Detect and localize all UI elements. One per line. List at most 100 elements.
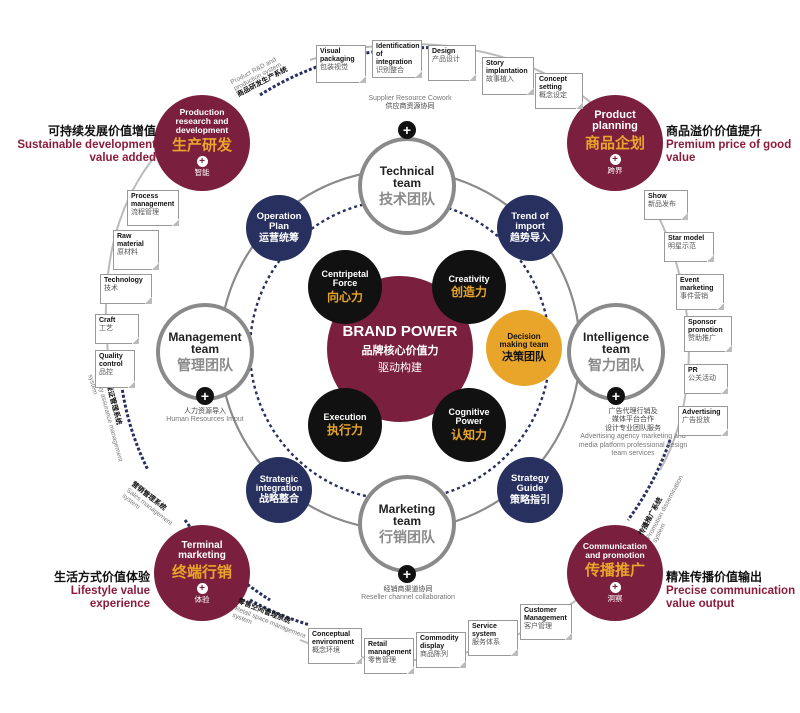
technical-caption: Supplier Resource Cowork 供应商资源协同 bbox=[340, 95, 480, 112]
side-label-bottom-right-cn: 精准传播价值输出 bbox=[666, 570, 763, 584]
technical-caption-en: Supplier Resource Cowork bbox=[368, 95, 452, 102]
box-technology-en: Technology bbox=[104, 277, 143, 284]
communication-promotion-cn: 传播推广 bbox=[584, 562, 645, 580]
creativity-en: Creativity bbox=[448, 273, 490, 284]
box-identification-cn: 识别整合 bbox=[376, 67, 404, 75]
communication-promotion-plus-icon: + bbox=[609, 581, 621, 593]
box-commodity-display: Commodity display 商品陈列 bbox=[416, 632, 466, 668]
marketing-team-cn: 行销团队 bbox=[379, 528, 435, 545]
production-rd-node: Production research and development 生产研发… bbox=[154, 95, 250, 191]
communication-promotion-sub-text: 洞察 bbox=[607, 593, 623, 603]
technical-team-en: Technical team bbox=[379, 163, 435, 191]
management-team-en: Management team bbox=[168, 329, 242, 357]
intelligence-team-en: Intelligence team bbox=[582, 329, 650, 357]
marketing-caption-cn: 经销商渠道协同 bbox=[383, 586, 433, 593]
technical-plus-icon: + bbox=[398, 121, 416, 139]
communication-promotion-en: Communication and promotion bbox=[582, 541, 648, 561]
box-technology: Technology 技术 bbox=[100, 274, 152, 304]
terminal-marketing-en: Terminal marketing bbox=[178, 539, 226, 562]
marketing-plus-icon: + bbox=[398, 565, 416, 583]
intelligence-plus-icon: + bbox=[607, 387, 625, 405]
technical-team-cn: 技术团队 bbox=[379, 190, 435, 207]
box-service-system: Service system 服务体系 bbox=[468, 620, 518, 656]
box-pr: PR 公关活动 bbox=[684, 364, 728, 394]
side-label-top-right: 商品溢价价值提升 Premium price of good value bbox=[666, 122, 796, 164]
production-rd-en: Production research and development bbox=[175, 106, 229, 135]
decision-team-node: Decision making team 决策团队 bbox=[486, 310, 562, 386]
intelligence-caption-cn1: 广告代理行销及 bbox=[608, 408, 658, 415]
center-title: BRAND POWER bbox=[342, 323, 458, 340]
box-story-implantation-cn: 故事植入 bbox=[486, 76, 514, 84]
box-conceptual-environment-cn: 概念环境 bbox=[312, 647, 340, 655]
box-conceptual-environment-en: Conceptual environment bbox=[312, 631, 355, 647]
marketing-caption-en: Reseller channel collaboration bbox=[361, 594, 455, 602]
communication-promotion-sub: + 洞察 bbox=[607, 581, 623, 604]
strategy-guide-node: Strategy Guide 策略指引 bbox=[497, 457, 563, 523]
box-star-model-en: Star model bbox=[668, 235, 705, 242]
intelligence-caption-en: Advertising agency marketing and media p… bbox=[578, 433, 688, 457]
product-planning-en: Product planning bbox=[592, 108, 638, 133]
decision-team-cn: 决策团队 bbox=[502, 351, 546, 364]
box-raw-material: Raw material 原材料 bbox=[113, 230, 159, 270]
box-sponsor-promotion-cn: 赞助推广 bbox=[688, 335, 716, 343]
box-customer-management: Customer Management 客户管理 bbox=[520, 604, 572, 640]
production-rd-sub: + 智能 bbox=[195, 156, 210, 178]
trend-of-import-cn: 趋势导入 bbox=[510, 232, 550, 244]
box-quality-control: Quality control 品控 bbox=[95, 350, 135, 388]
strategy-guide-en: Strategy Guide bbox=[510, 473, 549, 494]
technical-team-node: Technical team 技术团队 bbox=[358, 137, 456, 235]
management-team-cn: 管理团队 bbox=[177, 356, 233, 373]
box-show-en: Show bbox=[648, 193, 667, 200]
box-event-marketing: Event marketing 事件营销 bbox=[676, 274, 724, 310]
creativity-cn: 创造力 bbox=[450, 285, 487, 300]
terminal-marketing-plus-icon: + bbox=[196, 583, 208, 595]
centripetal-force-en: Centripetal Force bbox=[321, 268, 369, 289]
centripetal-force-node: Centripetal Force 向心力 bbox=[308, 250, 382, 324]
arc-left bbox=[118, 369, 150, 471]
box-concept-setting-en: Concept setting bbox=[539, 76, 567, 92]
box-visual-packaging-en: Visual packaging bbox=[320, 48, 355, 64]
communication-promotion-node: Communication and promotion 传播推广 + 洞察 bbox=[567, 525, 663, 621]
box-pr-cn: 公关活动 bbox=[688, 375, 716, 383]
operation-plan-cn: 运营统筹 bbox=[259, 232, 299, 244]
side-label-top-left: 可持续发展价值增值 Sustainable development value … bbox=[6, 122, 156, 164]
cognitive-power-node: Cognitive Power 认知力 bbox=[432, 388, 506, 462]
box-conceptual-environment: Conceptual environment 概念环境 bbox=[308, 628, 362, 664]
box-sponsor-promotion-en: Sponsor promotion bbox=[688, 319, 723, 335]
box-identification-en: Identification of integration bbox=[376, 43, 420, 67]
strategic-integration-cn: 战略整合 bbox=[259, 494, 299, 506]
intelligence-team-cn: 智力团队 bbox=[588, 356, 644, 373]
box-craft: Craft 工艺 bbox=[95, 314, 139, 344]
decision-team-en: Decision making team bbox=[499, 331, 549, 349]
box-process-management-en: Process management bbox=[131, 193, 175, 209]
box-design-en: Design bbox=[432, 48, 456, 55]
box-craft-cn: 工艺 bbox=[99, 325, 113, 333]
intelligence-caption-cn2: 媒体平台合作 bbox=[612, 416, 654, 424]
marketing-caption: 经销商渠道协同 Reseller channel collaboration bbox=[360, 586, 456, 603]
terminal-marketing-cn: 终端行销 bbox=[171, 563, 232, 581]
box-process-management: Process management 流程管理 bbox=[127, 190, 179, 226]
box-visual-packaging: Visual packaging 包装视觉 bbox=[316, 45, 366, 83]
terminal-marketing-node: Terminal marketing 终端行销 + 体验 bbox=[154, 525, 250, 621]
marketing-team-en: Marketing team bbox=[378, 501, 436, 529]
box-advertising: Advertising 广告投放 bbox=[678, 406, 728, 436]
side-label-bottom-left-cn: 生活方式价值体验 bbox=[53, 570, 150, 584]
center-cn1: 品牌核心价值力 bbox=[361, 345, 439, 357]
box-event-marketing-cn: 事件营销 bbox=[680, 293, 708, 301]
side-label-top-left-cn: 可持续发展价值增值 bbox=[47, 124, 156, 138]
centripetal-force-cn: 向心力 bbox=[326, 289, 363, 304]
box-advertising-cn: 广告投放 bbox=[682, 417, 710, 425]
product-planning-sub: + 跨界 bbox=[608, 154, 623, 176]
arc-bottom bbox=[249, 598, 311, 627]
cognitive-power-cn: 认知力 bbox=[450, 427, 487, 442]
management-caption: 人力资源导入 Human Resources Imput bbox=[160, 408, 250, 425]
intelligence-team-node: Intelligence team 智力团队 bbox=[567, 303, 665, 401]
box-retail-management-en: Retail management bbox=[368, 641, 412, 657]
production-rd-cn: 生产研发 bbox=[171, 136, 232, 154]
intelligence-caption: 广告代理行销及 媒体平台合作 设计专业团队服务 Advertising agen… bbox=[578, 408, 688, 458]
strategy-guide-cn: 策略指引 bbox=[510, 494, 550, 506]
box-design-cn: 产品设计 bbox=[432, 56, 460, 64]
center-cn2: 驱动构建 bbox=[378, 362, 422, 374]
side-label-top-left-en: Sustainable development value added bbox=[17, 139, 156, 164]
box-story-implantation: Story implantation 故事植入 bbox=[482, 57, 534, 95]
